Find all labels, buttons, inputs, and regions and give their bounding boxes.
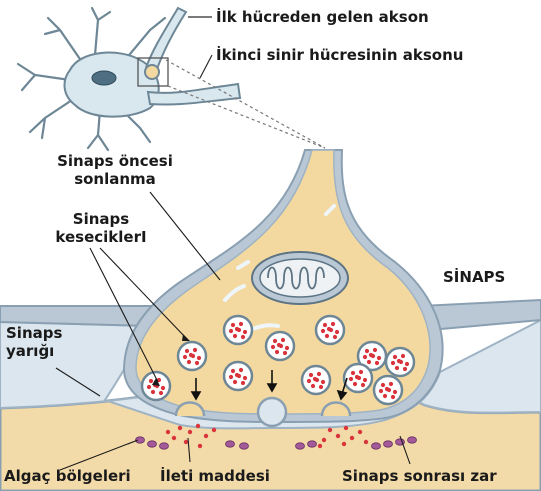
neuron-nucleus bbox=[92, 71, 116, 85]
receptor-site bbox=[372, 443, 381, 449]
neurotransmitter-dot bbox=[188, 430, 192, 434]
neurotransmitter-dot bbox=[184, 440, 188, 444]
label-postsynaptic: Sinaps sonrası zar bbox=[342, 467, 497, 485]
neurotransmitter-dot bbox=[166, 430, 170, 434]
upper-membrane bbox=[0, 306, 160, 326]
neurotransmitter-dot bbox=[342, 442, 346, 446]
label-vesicles-line1: Sinaps bbox=[52, 210, 150, 228]
neurotransmitter-dot bbox=[196, 424, 200, 428]
mitochondrion bbox=[252, 252, 348, 304]
label-second-axon: İkinci sinir hücresinin aksonu bbox=[216, 46, 463, 64]
neuron-illustration bbox=[18, 8, 240, 150]
neurotransmitter-dot bbox=[172, 436, 176, 440]
label-vesicles: Sinaps keseciklerI bbox=[52, 210, 150, 246]
second-axon bbox=[148, 84, 240, 105]
receptor-site bbox=[308, 441, 317, 447]
label-synapse: SİNAPS bbox=[443, 268, 505, 286]
vesicle bbox=[224, 316, 252, 344]
label-cleft-line2: yarığı bbox=[6, 342, 62, 360]
vesicle bbox=[266, 332, 294, 360]
label-first-axon: İlk hücreden gelen akson bbox=[216, 8, 429, 26]
neurotransmitter-dot bbox=[364, 440, 368, 444]
neurotransmitter-dot bbox=[328, 428, 332, 432]
receptor-site bbox=[408, 437, 417, 443]
label-vesicles-line2: keseciklerI bbox=[52, 228, 150, 246]
neurotransmitter-dot bbox=[318, 444, 322, 448]
neurotransmitter-dot bbox=[350, 436, 354, 440]
pointer-lines bbox=[166, 17, 325, 148]
label-cleft-line1: Sinaps bbox=[6, 324, 62, 342]
vesicle bbox=[302, 366, 330, 394]
neurotransmitter-dot bbox=[204, 434, 208, 438]
vesicle bbox=[142, 372, 170, 400]
synapse-knob bbox=[145, 65, 159, 79]
receptor-site bbox=[148, 441, 157, 447]
vesicle bbox=[374, 376, 402, 404]
receptor-site bbox=[160, 443, 169, 449]
vesicle bbox=[386, 348, 414, 376]
label-presynaptic-line2: sonlanma bbox=[50, 170, 180, 188]
label-cleft: Sinaps yarığı bbox=[6, 324, 62, 360]
neurotransmitter-dot bbox=[212, 428, 216, 432]
receptor-site bbox=[296, 443, 305, 449]
label-presynaptic: Sinaps öncesi sonlanma bbox=[50, 152, 180, 188]
label-presynaptic-line1: Sinaps öncesi bbox=[50, 152, 180, 170]
vesicle bbox=[178, 342, 206, 370]
receptor-site bbox=[384, 441, 393, 447]
neuron-cell-body bbox=[65, 53, 159, 117]
vesicle bbox=[316, 316, 344, 344]
neurotransmitter-dot bbox=[178, 426, 182, 430]
receptor-site bbox=[240, 443, 249, 449]
vesicle bbox=[224, 362, 252, 390]
receptor-site bbox=[226, 441, 235, 447]
neurotransmitter-dot bbox=[198, 444, 202, 448]
neurotransmitter-dot bbox=[336, 434, 340, 438]
vesicle bbox=[344, 364, 372, 392]
label-neurotransmitter: İleti maddesi bbox=[160, 467, 270, 485]
neurotransmitter-dot bbox=[344, 426, 348, 430]
label-receptors: Algaç bölgeleri bbox=[4, 467, 131, 485]
neurotransmitter-dot bbox=[358, 430, 362, 434]
neurotransmitter-dot bbox=[322, 438, 326, 442]
